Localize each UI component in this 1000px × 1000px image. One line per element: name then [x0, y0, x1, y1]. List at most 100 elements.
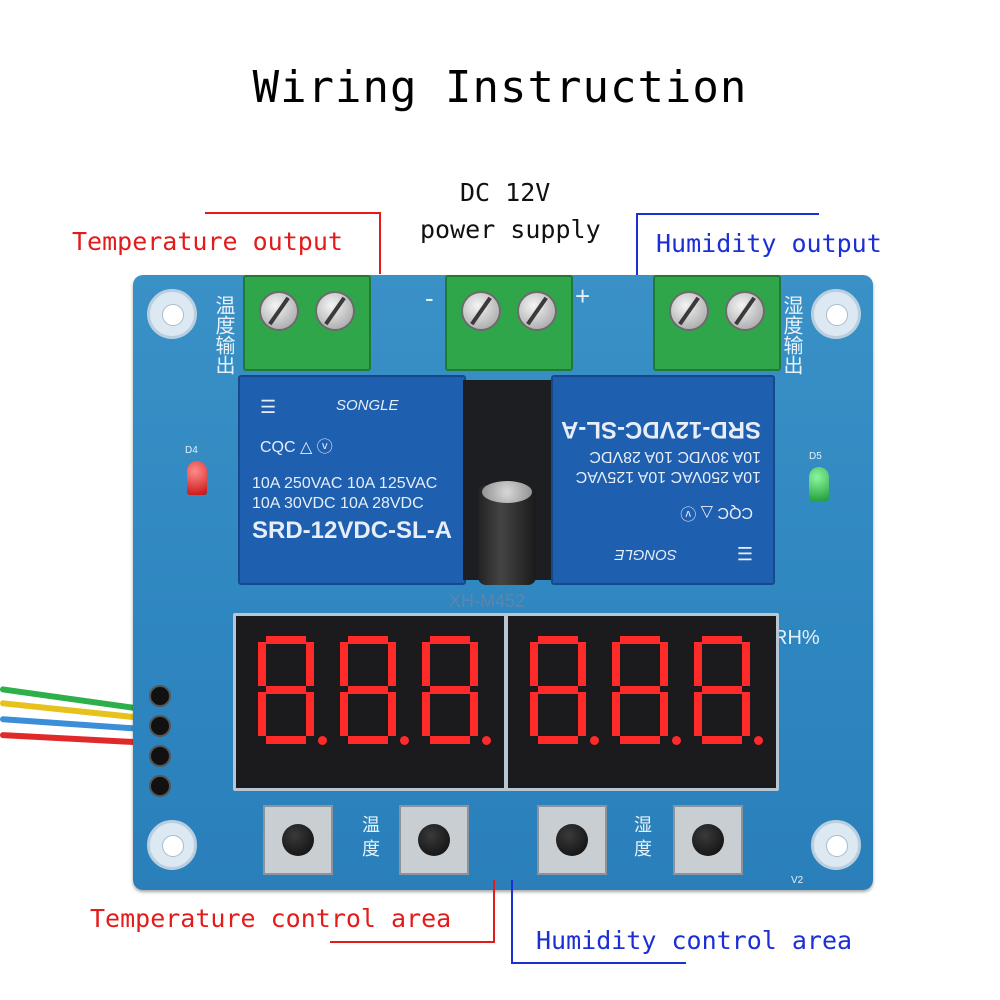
temperature-button-1[interactable] [263, 805, 333, 875]
cqc-mark-icon: CQC △ ⓥ [260, 439, 333, 456]
segment [430, 736, 470, 744]
decimal-point [672, 736, 681, 745]
temperature-relay: SONGLE ☰ CQC △ ⓥ 10A 250VAC 10A 125VAC 1… [238, 375, 466, 585]
songle-logo-icon: ☰ [260, 397, 277, 417]
songle-logo-icon: ☰ [736, 543, 753, 563]
segment [702, 736, 742, 744]
segment [422, 642, 430, 686]
decimal-point [318, 736, 327, 745]
capacitor-icon [478, 481, 536, 585]
rh-unit-label: RH% [773, 627, 820, 649]
segment [306, 642, 314, 686]
pin-icon [149, 685, 171, 707]
mounting-hole-top-left [147, 289, 197, 339]
seven-segment-digit [256, 636, 327, 746]
segment [306, 692, 314, 736]
humidity-output-leader-v [636, 213, 638, 275]
segment [660, 642, 668, 686]
led-green-icon [809, 467, 829, 501]
screw-icon [259, 291, 299, 331]
pin-icon [149, 775, 171, 797]
segment [388, 692, 396, 736]
segment [258, 642, 266, 686]
decimal-point [482, 736, 491, 745]
humidity-cn-marking: 湿度 [632, 815, 652, 863]
controller-board: - + 电源 温度输出 湿度输出 SONGLE ☰ CQC △ ⓥ 10A 25… [133, 275, 873, 890]
relay-rating-dc: 10A 30VDC 10A 28VDC [252, 495, 424, 512]
segment [266, 636, 306, 644]
segment [702, 686, 742, 694]
power-supply-terminal[interactable] [445, 275, 573, 371]
segment [340, 692, 348, 736]
relay-model: SRD-12VDC-SL-A [252, 517, 453, 544]
seven-segment-digit [692, 636, 763, 746]
segment [388, 642, 396, 686]
temperature-output-cn-marking: 温度输出 [212, 295, 234, 375]
humidity-output-cn-marking: 湿度输出 [780, 295, 802, 375]
mounting-hole-bottom-left [147, 820, 197, 870]
decimal-point [754, 736, 763, 745]
led-d4-label: D4 [185, 445, 198, 456]
dc-voltage-label: DC 12V [460, 178, 551, 207]
page-title: Wiring Instruction [252, 62, 748, 113]
segment [578, 642, 586, 686]
version-label: V2 [791, 875, 804, 886]
temperature-display [233, 613, 507, 791]
temperature-control-leader-v [493, 880, 495, 942]
segment [694, 642, 702, 686]
segment [266, 686, 306, 694]
temperature-output-leader-v [379, 212, 381, 274]
temperature-button-2[interactable] [399, 805, 469, 875]
relay-brand: SONGLE [336, 397, 399, 414]
humidity-output-leader-h [636, 213, 819, 215]
seven-segment-digit [610, 636, 681, 746]
board-model: XH-M452 [449, 591, 526, 611]
segment [258, 692, 266, 736]
relay-brand: SONGLE [614, 546, 677, 563]
pin-header [147, 685, 173, 805]
seven-segment-digit [528, 636, 599, 746]
segment [340, 642, 348, 686]
segment [470, 642, 478, 686]
segment [742, 642, 750, 686]
humidity-button-1[interactable] [537, 805, 607, 875]
temperature-output-terminal[interactable] [243, 275, 371, 371]
wire-red [0, 732, 150, 746]
segment [660, 692, 668, 736]
segment [578, 692, 586, 736]
humidity-button-2[interactable] [673, 805, 743, 875]
relay-model: SRD-12VDC-SL-A [560, 416, 761, 443]
power-supply-label: power supply [420, 215, 601, 244]
screw-icon [461, 291, 501, 331]
segment [538, 736, 578, 744]
segment [470, 692, 478, 736]
segment [742, 692, 750, 736]
humidity-output-terminal[interactable] [653, 275, 781, 371]
led-d5-label: D5 [809, 451, 822, 462]
relay-rating-dc: 10A 30VDC 10A 28VDC [589, 448, 761, 465]
segment [538, 686, 578, 694]
humidity-control-leader-h [511, 962, 686, 964]
screw-icon [669, 291, 709, 331]
segment [694, 692, 702, 736]
plus-marking: + [575, 281, 591, 311]
segment [530, 642, 538, 686]
segment [422, 692, 430, 736]
segment [702, 636, 742, 644]
segment [620, 686, 660, 694]
humidity-display [505, 613, 779, 791]
humidity-relay: SONGLE ☰ CQC △ ⓥ 10A 250VAC 10A 125VAC 1… [551, 375, 775, 585]
segment [430, 686, 470, 694]
segment [612, 692, 620, 736]
mounting-hole-top-right [811, 289, 861, 339]
segment [348, 736, 388, 744]
segment [612, 642, 620, 686]
segment [348, 686, 388, 694]
temperature-output-leader-h [205, 212, 380, 214]
segment [348, 636, 388, 644]
seven-segment-digit [338, 636, 409, 746]
segment [430, 636, 470, 644]
temperature-output-label: Temperature output [72, 227, 343, 256]
mounting-hole-bottom-right [811, 820, 861, 870]
led-red-icon [187, 461, 207, 495]
